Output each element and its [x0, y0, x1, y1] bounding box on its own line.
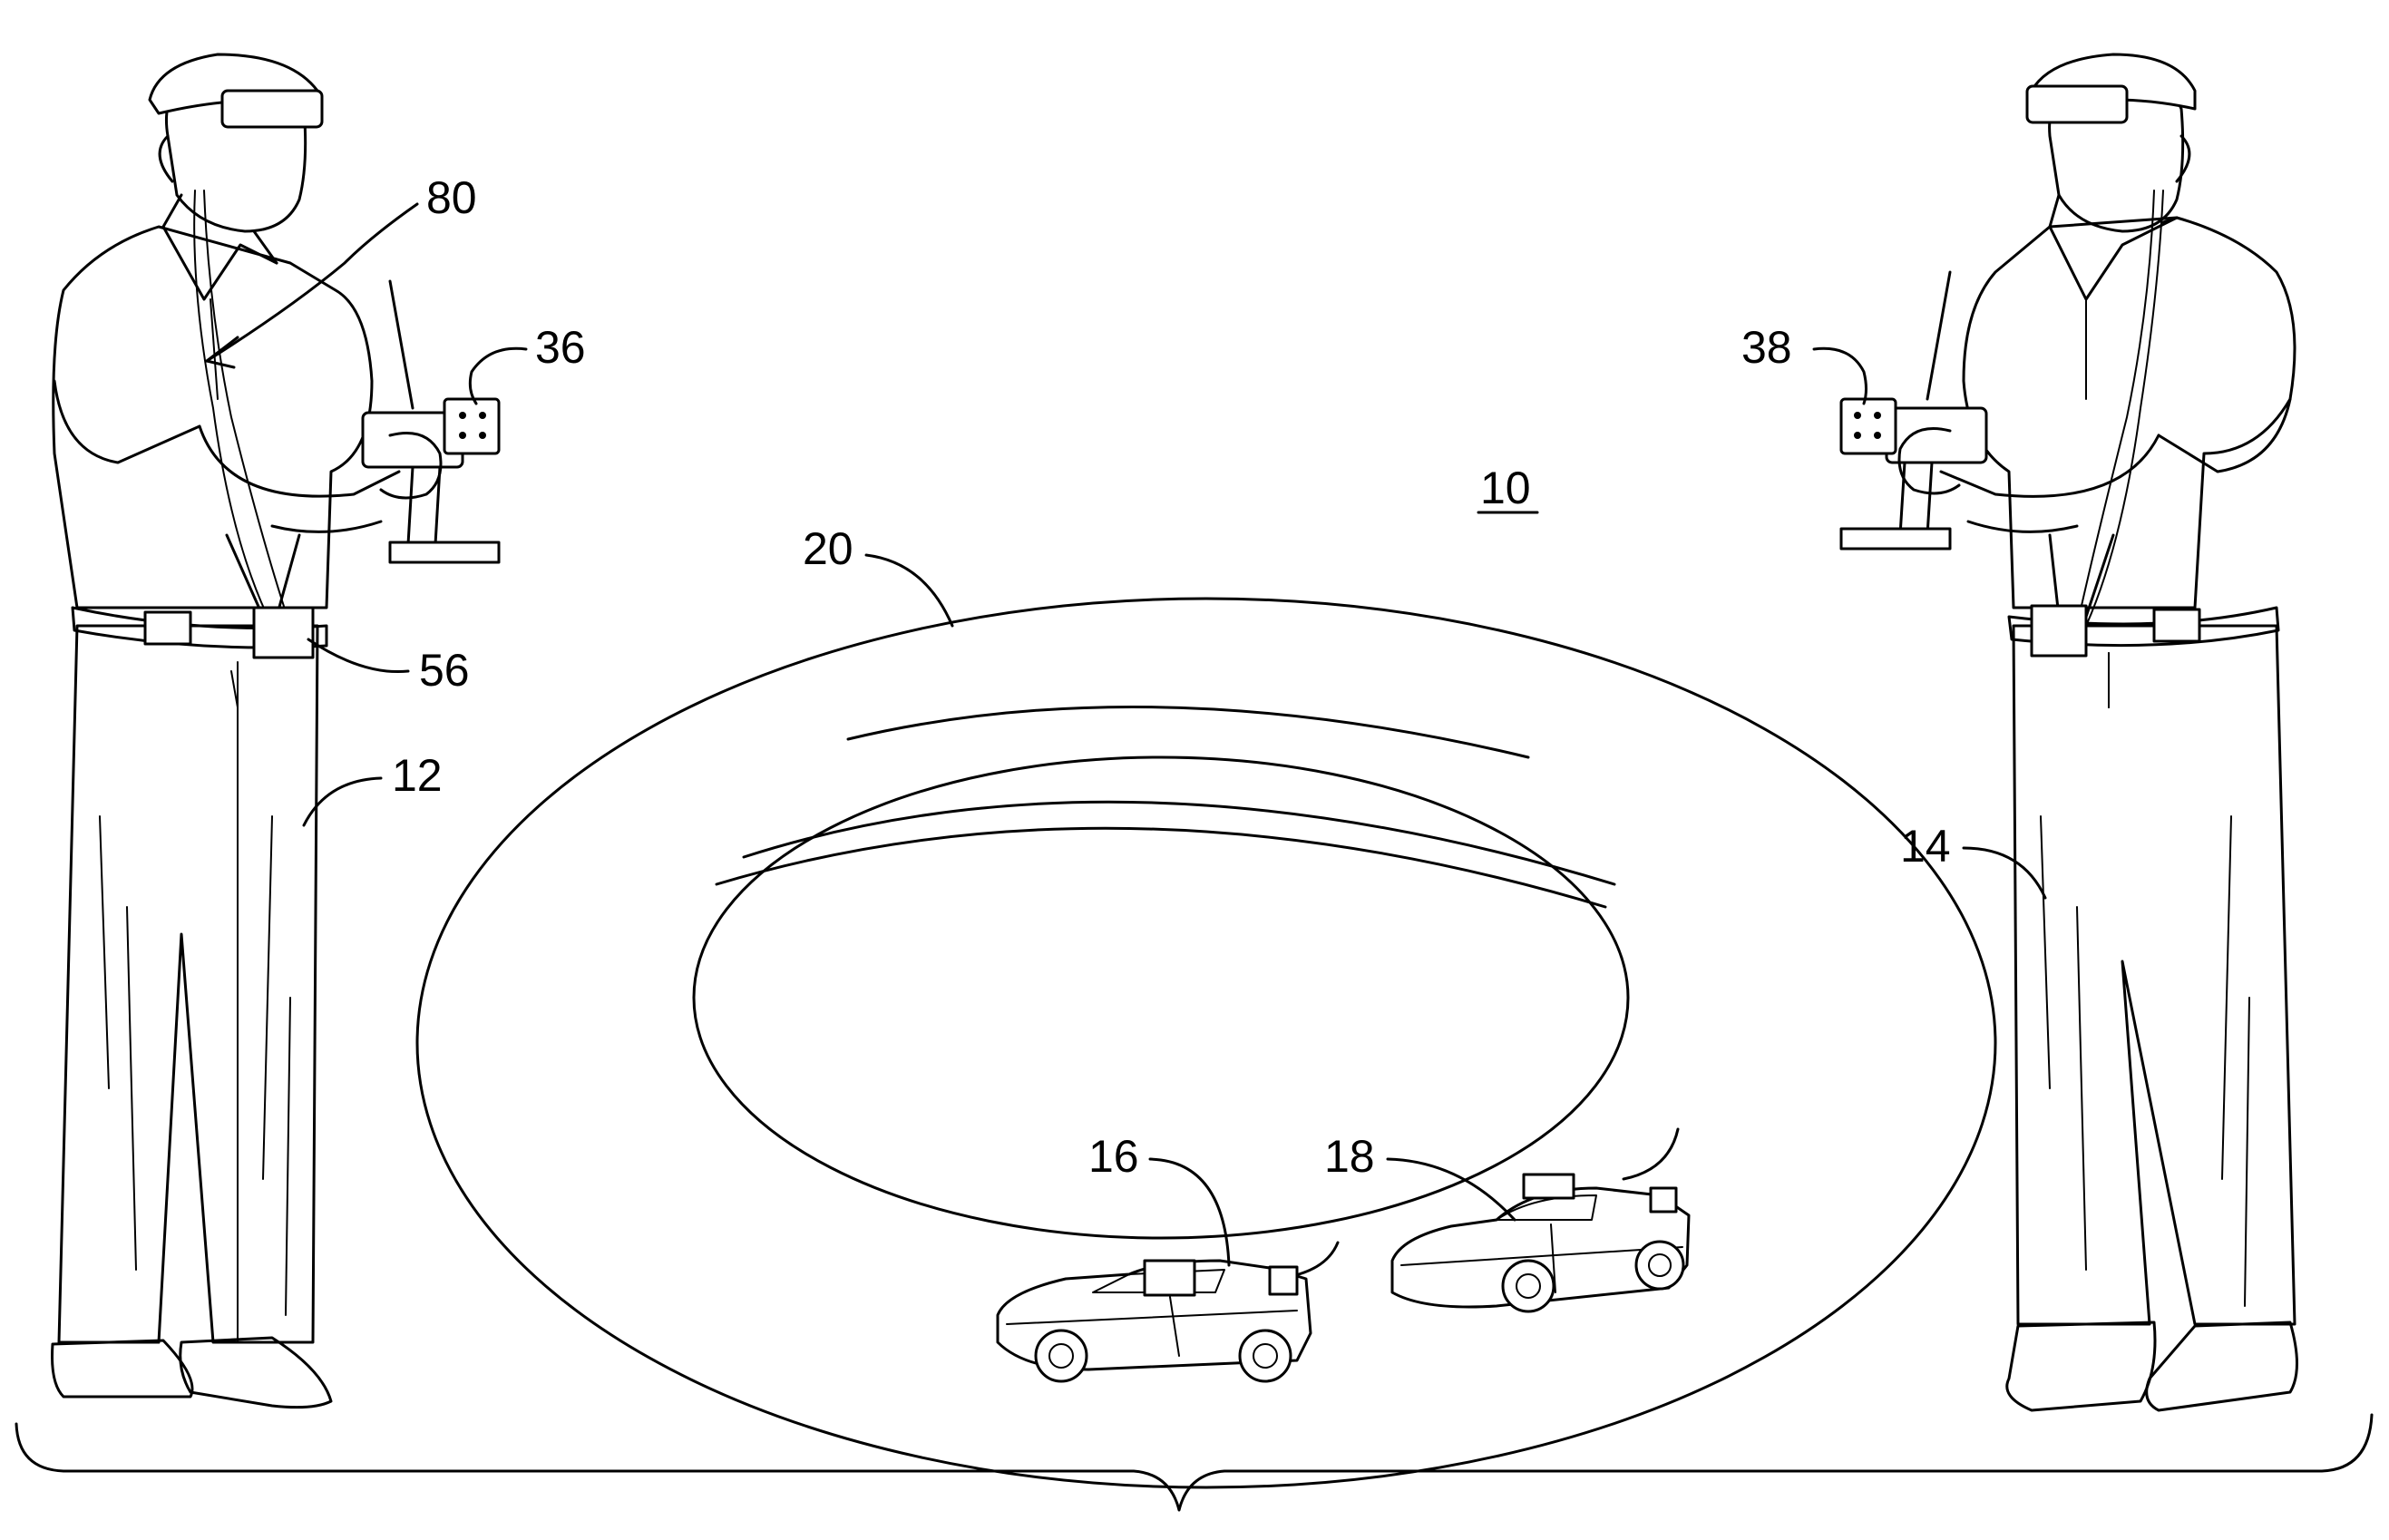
label-56: 56	[419, 645, 470, 696]
operator-left-sleeve	[54, 381, 200, 463]
leader-14	[1964, 848, 2045, 898]
operator-left-belt-buckle	[145, 612, 190, 644]
label-10: 10	[1480, 463, 1531, 513]
operator-left-trouser-folds	[100, 816, 290, 1315]
keypad-dot	[1874, 432, 1881, 439]
operator-right-belt-unit	[2032, 606, 2086, 656]
label-38: 38	[1741, 322, 1792, 373]
leader-18	[1388, 1159, 1515, 1220]
car-18-front-wheel	[1503, 1261, 1554, 1311]
operator-left-belt-lower-line	[231, 671, 238, 707]
label-16: 16	[1088, 1131, 1139, 1182]
motion-line-middle-1	[744, 802, 1614, 884]
controller-36-grip	[408, 467, 440, 544]
motion-line-middle-2	[717, 828, 1605, 907]
reference-numerals: 80 36 38 10 20 56 12 14 16 18	[392, 172, 1951, 1182]
operator-right-shoe-left	[2007, 1322, 2155, 1410]
leader-16	[1150, 1159, 1229, 1265]
keypad-dot	[479, 432, 486, 439]
leader-56	[308, 639, 408, 672]
controller-36-steering-bar	[390, 542, 499, 562]
leader-38	[1814, 348, 1867, 404]
operator-left-torso	[54, 227, 372, 608]
label-36: 36	[535, 322, 586, 373]
leader-20	[866, 555, 952, 626]
controller-38-grip	[1900, 463, 1932, 535]
controller-38-steering-bar	[1841, 529, 1950, 549]
controller-36-antenna	[390, 281, 413, 408]
operator-right-sleeve	[2159, 399, 2290, 472]
controller-36	[363, 281, 499, 562]
car-16-camera-box	[1145, 1261, 1194, 1295]
operator-right-torso	[1964, 218, 2295, 608]
rc-car-16	[998, 1243, 1338, 1381]
controller-38	[1841, 272, 1986, 549]
operator-right-shoe-right	[2147, 1322, 2297, 1410]
car-16-front-wheel	[1036, 1330, 1087, 1381]
operator-right-headset-cable	[2077, 190, 2163, 626]
label-14: 14	[1900, 821, 1951, 872]
controller-38-keypad	[1841, 399, 1896, 453]
car-16-antenna	[1299, 1243, 1338, 1274]
label-18: 18	[1324, 1131, 1375, 1182]
label-80: 80	[426, 172, 477, 223]
controller-38-body	[1887, 408, 1986, 463]
belt-unit-56	[254, 608, 313, 658]
label-20: 20	[803, 523, 853, 574]
operator-right-trouser-folds	[2041, 816, 2249, 1306]
car-18-antenna	[1624, 1129, 1678, 1179]
controller-36-keypad	[444, 399, 499, 453]
car-16-rear-wheel	[1240, 1330, 1291, 1381]
operator-left-headset-cable	[194, 190, 290, 626]
keypad-dot	[459, 432, 466, 439]
controller-38-antenna	[1927, 272, 1950, 399]
keypad-dot	[1854, 432, 1861, 439]
operator-left-shoe-right	[180, 1338, 331, 1408]
car-18-camera-box	[1524, 1174, 1574, 1198]
operator-right-hmd-visor	[2027, 86, 2127, 122]
car-18-rear-wheel	[1636, 1242, 1683, 1289]
operator-right-legs	[2014, 626, 2295, 1324]
keypad-dot	[459, 412, 466, 419]
car-16-transmitter-box	[1270, 1267, 1297, 1294]
grouping-brace	[16, 1415, 2372, 1510]
keypad-dot	[1854, 412, 1861, 419]
operator-right	[1941, 54, 2297, 1410]
keypad-dot	[1874, 412, 1881, 419]
car-18-transmitter-box	[1651, 1188, 1676, 1212]
motion-line-outer	[848, 707, 1528, 757]
operator-left	[53, 54, 400, 1408]
keypad-dot	[479, 412, 486, 419]
operator-right-belt-buckle	[2154, 609, 2199, 641]
operator-left-legs	[59, 626, 317, 1342]
rc-car-18	[1392, 1129, 1689, 1311]
leader-36	[470, 348, 526, 404]
label-12: 12	[392, 750, 443, 801]
operator-left-hmd-visor	[222, 91, 322, 127]
operator-left-shoe-left	[53, 1340, 193, 1397]
